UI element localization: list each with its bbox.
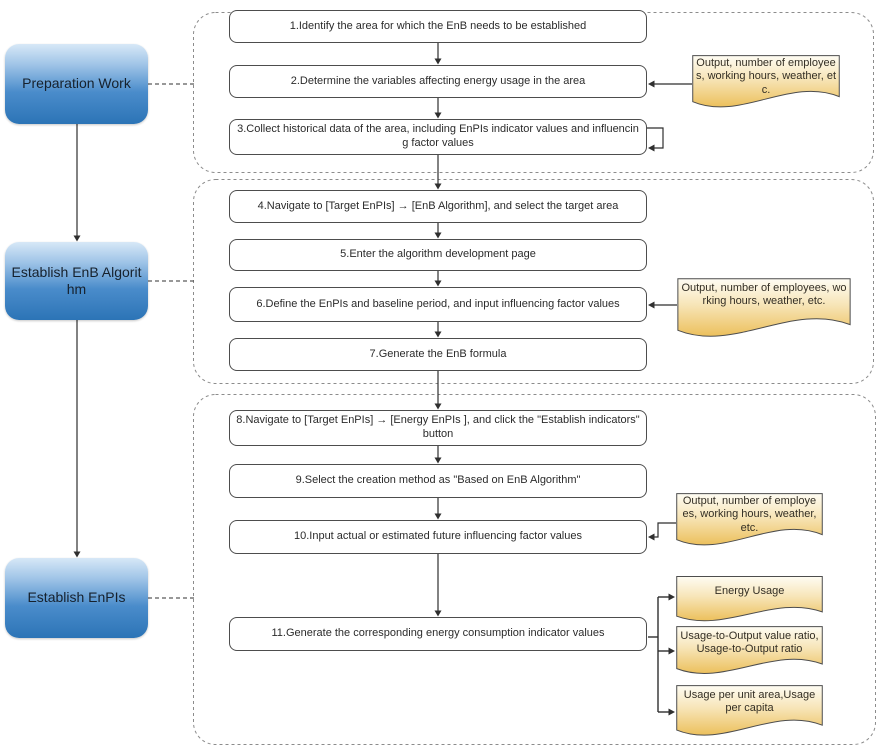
output-note-text: Usage per unit area,Usage per capita: [683, 689, 816, 715]
step11-output-branch: [648, 593, 675, 716]
arrow-step2-step3: [434, 98, 442, 119]
phase-establish-enb-algorithm: Establish EnB Algorithm: [5, 242, 148, 320]
document-shape: [676, 493, 823, 551]
step-8-box: 8.Navigate to [Target EnPIs] → [Energy E…: [229, 410, 647, 446]
step-1-box: 1.Identify the area for which the EnB ne…: [229, 10, 647, 43]
step-11-box: 11.Generate the corresponding energy con…: [229, 617, 647, 651]
arrow-note1-step2: [648, 80, 692, 88]
step-5-box: 5.Enter the algorithm development page: [229, 239, 647, 271]
document-shape: [692, 55, 840, 113]
input-note-text: Output, number of employees, working hou…: [681, 282, 847, 308]
arrow-step10-step11: [434, 554, 442, 617]
phase-establish-enpis: Establish EnPIs: [5, 558, 148, 638]
arrow-phase1-phase2: [73, 124, 81, 242]
input-note-text: Output, number of employees, working hou…: [696, 57, 837, 96]
container-enpis: [193, 394, 876, 745]
arrow-note3-step10: [648, 522, 676, 541]
step-9-box: 9.Select the creation method as "Based o…: [229, 464, 647, 498]
arrow-step3-step4: [434, 155, 442, 190]
output-note-doc-usage-ratio: Usage-to-Output value ratio,Usage-to-Out…: [676, 626, 823, 679]
step-7-box: 7.Generate the EnB formula: [229, 338, 647, 371]
arrow-step3-self-loop: [647, 127, 664, 152]
arrow-phase2-phase3: [73, 320, 81, 558]
input-note-doc-1: Output, number of employees, working hou…: [692, 55, 840, 113]
document-shape: [677, 278, 851, 343]
step-3-box: 3.Collect historical data of the area, i…: [229, 119, 647, 155]
arrow-step6-step7: [434, 322, 442, 338]
arrow-step5-step6: [434, 271, 442, 287]
input-note-text: Output, number of employees, working hou…: [682, 495, 817, 534]
arrow-note2-step6: [648, 301, 677, 309]
document-shape: [676, 685, 823, 741]
step-10-box: 10.Input actual or estimated future infl…: [229, 520, 647, 554]
step-2-box: 2.Determine the variables affecting ener…: [229, 65, 647, 98]
output-note-doc-usage-per-unit: Usage per unit area,Usage per capita: [676, 685, 823, 741]
phase-preparation-work: Preparation Work: [5, 44, 148, 124]
arrow-step4-step5: [434, 223, 442, 239]
output-note-doc-energy-usage: Energy Usage: [676, 576, 823, 626]
input-note-doc-3: Output, number of employees, working hou…: [676, 493, 823, 551]
arrow-step8-step9: [434, 446, 442, 464]
output-note-text: Energy Usage: [714, 585, 785, 597]
output-note-text: Usage-to-Output value ratio,Usage-to-Out…: [680, 630, 819, 656]
step-4-box: 4.Navigate to [Target EnPIs] → [EnB Algo…: [229, 190, 647, 223]
document-shape: [676, 626, 823, 679]
arrow-step9-step10: [434, 498, 442, 520]
input-note-doc-2: Output, number of employees, working hou…: [677, 278, 851, 343]
step-6-box: 6.Define the EnPIs and baseline period, …: [229, 287, 647, 322]
document-shape: [676, 576, 823, 626]
arrow-step1-step2: [434, 43, 442, 65]
arrow-step7-step8: [434, 371, 442, 410]
